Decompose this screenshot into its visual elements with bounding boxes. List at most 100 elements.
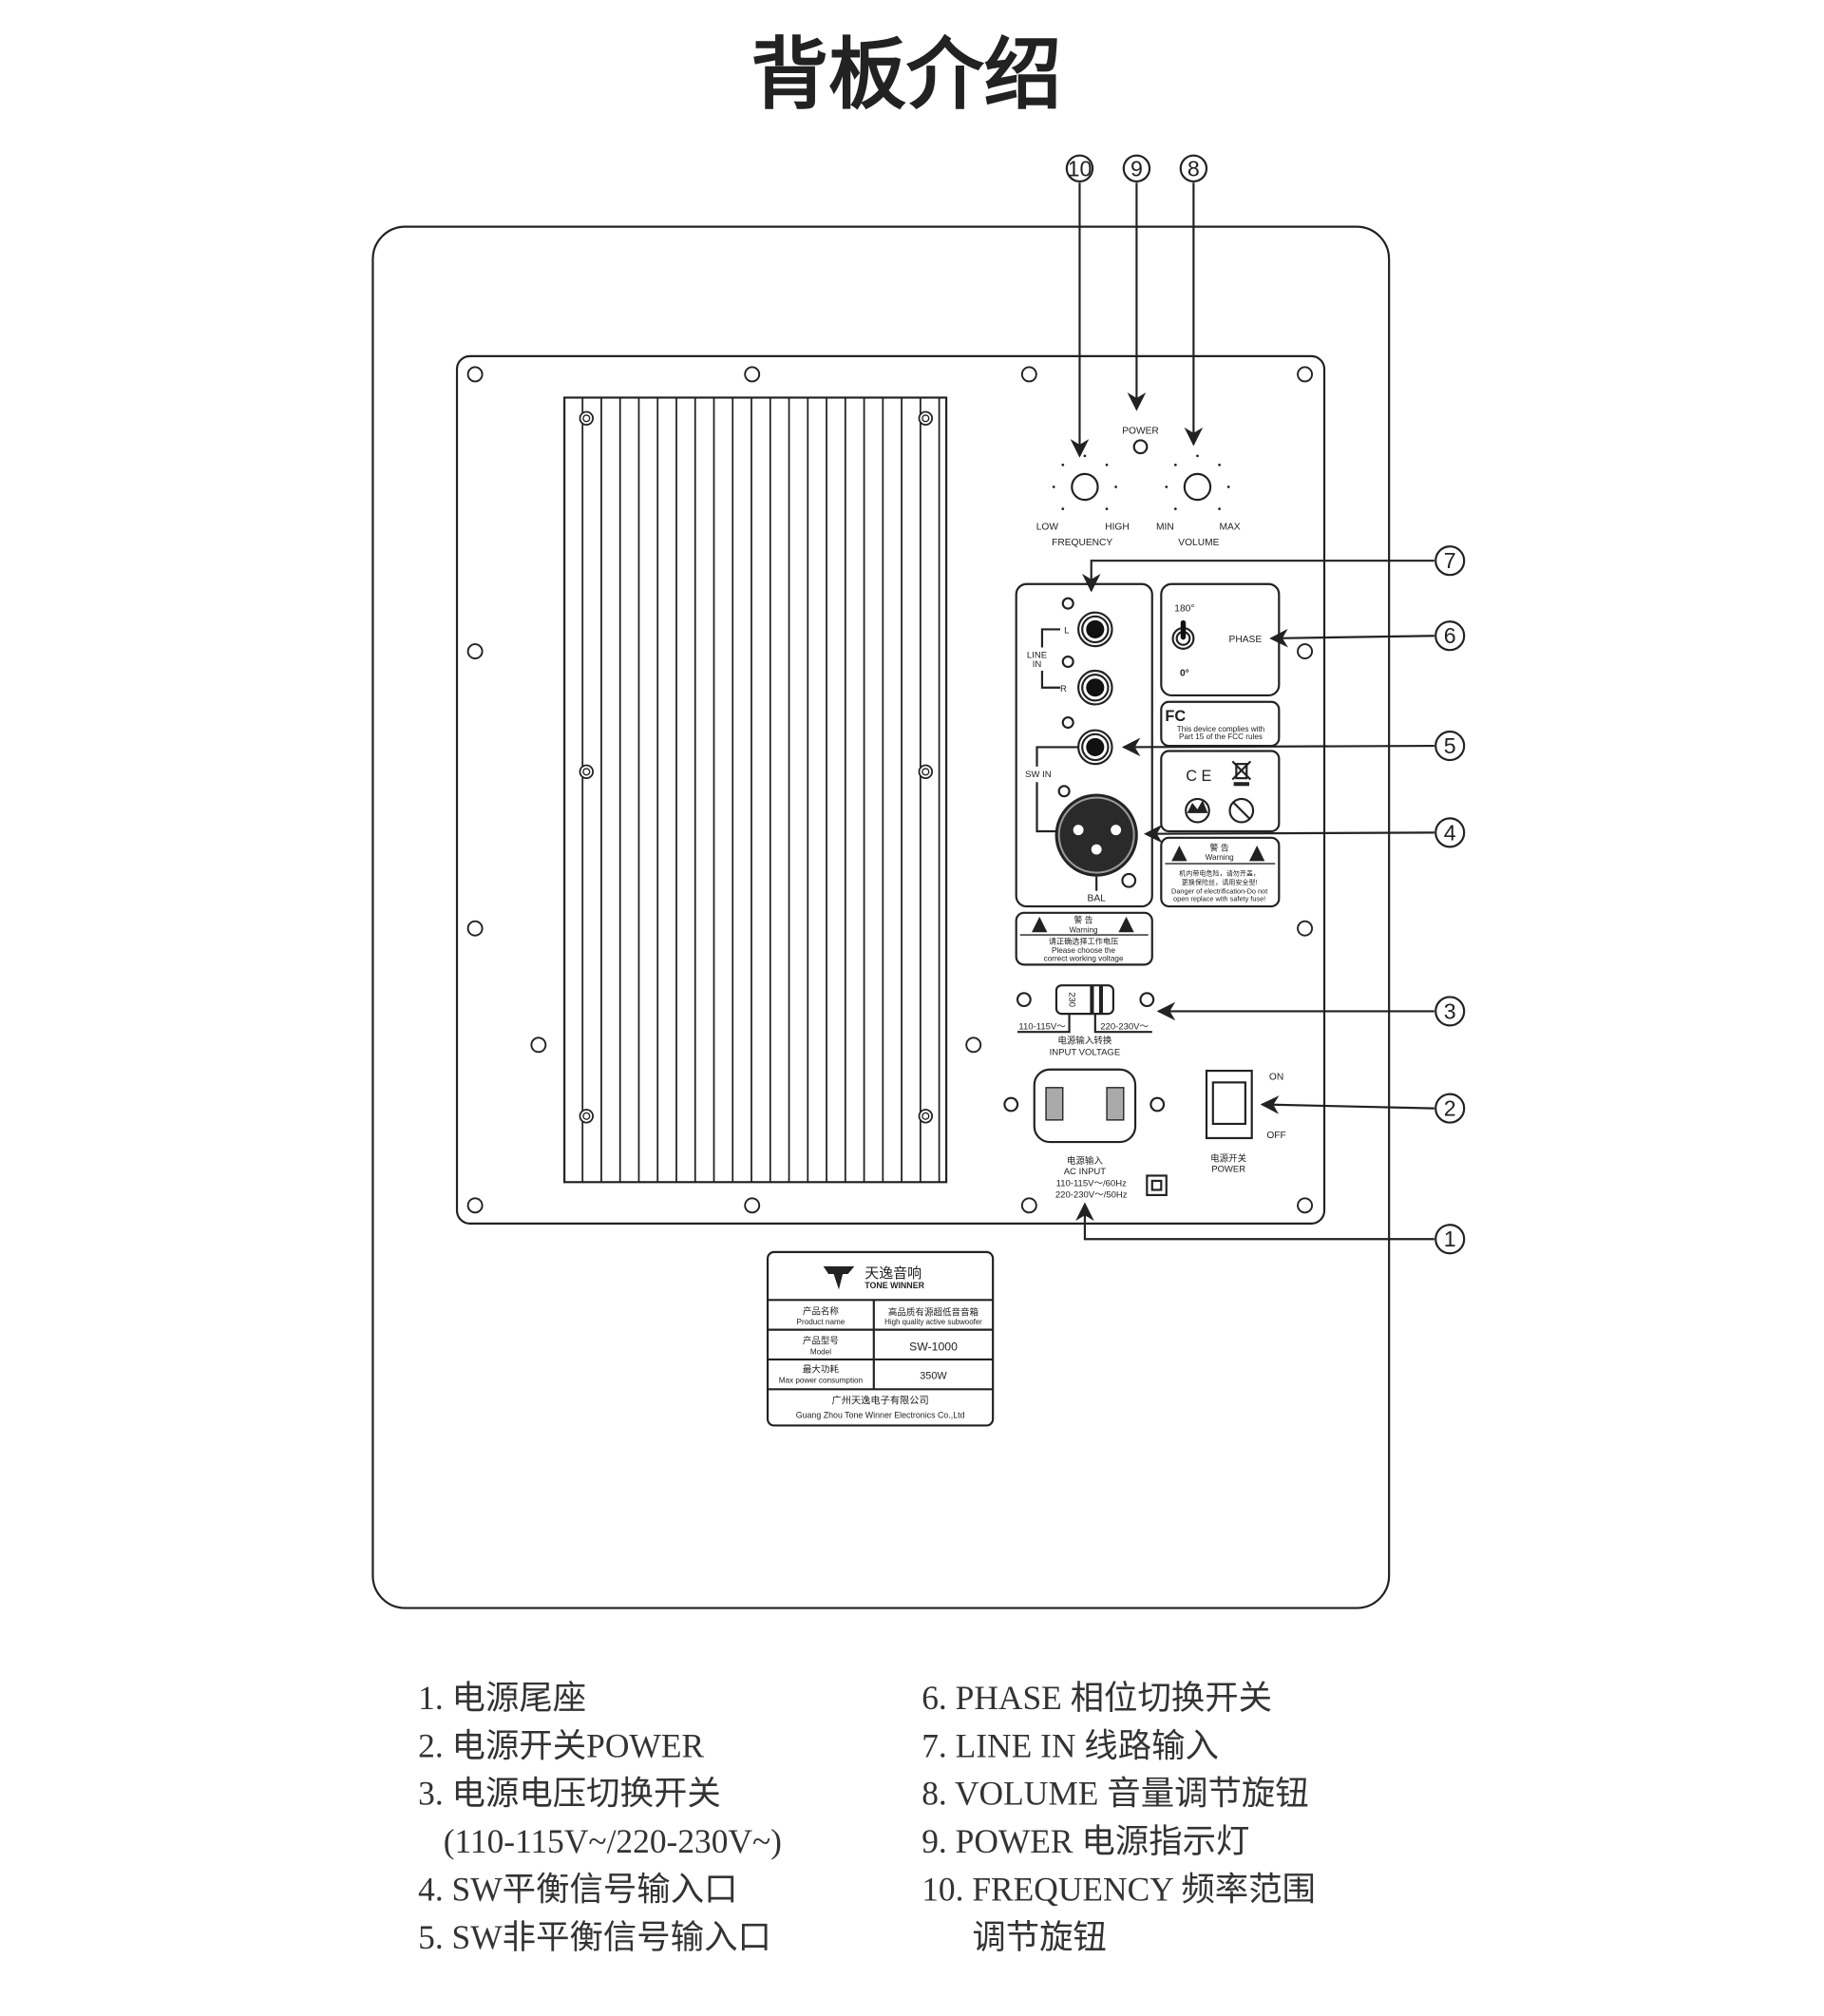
screw-hole <box>1020 1197 1037 1214</box>
warning1-en: Warning <box>1206 853 1235 862</box>
warning1-l3: Danger of electrification-Do not <box>1171 886 1267 895</box>
heatsink-screw <box>582 414 591 423</box>
voltage-selector-switch[interactable]: 230 <box>1054 984 1114 1016</box>
product-name-value-en: High quality active subwoofer <box>884 1318 982 1326</box>
screw-hole <box>1297 920 1314 937</box>
legend-item: 3. 电源电压切换开关 <box>418 1775 721 1813</box>
screw-hole <box>744 366 761 383</box>
legend-item: 5. SW非平衡信号输入口 <box>418 1918 771 1956</box>
model-key-en: Model <box>810 1348 831 1357</box>
legend-item: 4. SW平衡信号输入口 <box>418 1871 737 1909</box>
voltage-cn-label: 电源输入转换 <box>1057 1035 1112 1046</box>
max-label: MAX <box>1219 522 1240 532</box>
screw-hole <box>466 1197 484 1214</box>
ac-en-label: AC INPUT <box>1064 1167 1107 1177</box>
heatsink <box>563 396 948 1184</box>
l-label: L <box>1064 626 1069 637</box>
phase-0-label: 0° <box>1180 668 1189 678</box>
warning2-l1: 请正确选择工作电压 <box>1049 937 1118 946</box>
svg-text:10: 10 <box>1068 156 1092 181</box>
heatsink-screw <box>918 410 934 427</box>
svg-text:4: 4 <box>1444 820 1456 845</box>
phase-label: PHASE <box>1229 635 1263 645</box>
company-cn: 广州天逸电子有限公司 <box>832 1394 929 1406</box>
voltage-switch-value: 230 <box>1067 992 1077 1007</box>
knob-scale-dot <box>1218 464 1221 466</box>
product-name-key-cn: 产品名称 <box>803 1305 840 1317</box>
legend-item: 7. LINE IN 线路输入 <box>922 1726 1219 1764</box>
callout-5: 5 <box>1121 730 1466 762</box>
warning1-l2: 更换保险丝，请用安全型! <box>1182 878 1258 886</box>
screw-hole <box>466 643 484 660</box>
warning1-l1: 机内带电危险，请勿开盖， <box>1179 868 1260 877</box>
knob-scale-dot <box>1105 507 1109 511</box>
nameplate: 天逸音响 TONE WINNER 产品名称 Product name 高品质有源… <box>766 1250 995 1427</box>
xlr-balanced-jack[interactable] <box>1054 785 1138 891</box>
heatsink-screw <box>918 764 934 780</box>
svg-text:6: 6 <box>1444 623 1456 648</box>
heatsink-screw <box>922 768 930 776</box>
knob-scale-dot <box>1173 464 1177 466</box>
line-in-l-jack[interactable] <box>1061 597 1113 648</box>
volume-knob[interactable] <box>1165 454 1230 511</box>
heatsink-screw <box>582 1112 591 1120</box>
legend-item: 1. 电源尾座 <box>418 1679 586 1717</box>
lightning-triangle-icon <box>1248 845 1265 862</box>
voltage-low-label: 110-115V～ <box>1018 1021 1066 1032</box>
min-label: MIN <box>1156 522 1174 532</box>
phase-toggle-switch[interactable] <box>1171 619 1195 650</box>
ac-spec-1: 110-115V～/60Hz <box>1056 1178 1127 1189</box>
svg-text:3: 3 <box>1444 998 1456 1023</box>
voltage-warning-label <box>1015 911 1153 966</box>
knob-scale-dot <box>1226 485 1230 488</box>
altitude-icon <box>1185 797 1210 824</box>
power-value: 350W <box>920 1370 947 1381</box>
heatsink-screw <box>579 410 594 427</box>
fcc-text-1: This device complies with <box>1177 725 1264 733</box>
legend-item: 调节旋钮 <box>922 1918 1107 1956</box>
lightning-triangle-icon <box>1118 916 1134 933</box>
screw-holes <box>466 366 1314 1214</box>
product-name-value-cn: 高品质有源超低音音箱 <box>888 1307 979 1319</box>
screw-hole <box>1297 366 1314 383</box>
legend-item: 2. 电源开关POWER <box>418 1726 704 1764</box>
electric-warning-label <box>1160 836 1281 908</box>
svg-text:1: 1 <box>1444 1227 1456 1251</box>
svg-text:8: 8 <box>1188 156 1200 181</box>
knob-scale-dot <box>1218 507 1221 511</box>
warning-triangle-icon <box>1171 845 1188 862</box>
power-rocker-switch[interactable] <box>1205 1069 1253 1140</box>
page-title: 背板介绍 <box>750 31 1061 118</box>
ac-spec-2: 220-230V～/50Hz <box>1055 1190 1128 1201</box>
knob-scale-dot <box>1052 485 1055 488</box>
frequency-knob[interactable] <box>1052 454 1117 511</box>
warning2-l3: correct working voltage <box>1044 954 1124 962</box>
legend-left: 1. 电源尾座 2. 电源开关POWER 3. 电源电压切换开关 (110-11… <box>418 1679 782 1956</box>
fcc-text-2: Part 15 of the FCC rules <box>1179 732 1263 741</box>
frequency-label: FREQUENCY <box>1052 538 1112 548</box>
model-key-cn: 产品型号 <box>803 1336 839 1347</box>
knob-scale-dot <box>1105 464 1109 466</box>
company-en: Guang Zhou Tone Winner Electronics Co.,L… <box>796 1410 965 1419</box>
screw-hole <box>744 1197 761 1214</box>
legend-item: 10. FREQUENCY 频率范围 <box>922 1871 1316 1909</box>
ce-mark: C E <box>1186 768 1211 785</box>
heatsink-screw <box>582 768 591 776</box>
callout-8: 8 <box>1179 154 1208 447</box>
legend-item: 8. VOLUME 音量调节旋钮 <box>922 1775 1309 1813</box>
line-in-r-jack[interactable] <box>1061 655 1113 706</box>
ac-power-inlet[interactable] <box>1033 1068 1137 1144</box>
weee-bin-icon <box>1231 760 1252 787</box>
power-switch-en: POWER <box>1211 1164 1245 1174</box>
knob-scale-dot <box>1061 464 1065 466</box>
power-key-cn: 最大功耗 <box>803 1364 840 1376</box>
legend-item: 6. PHASE 相位切换开关 <box>922 1679 1272 1717</box>
screw-hole <box>466 366 484 383</box>
sw-in-rca-jack[interactable] <box>1061 715 1113 766</box>
screw-hole <box>530 1037 547 1054</box>
heatsink-screw <box>922 414 930 423</box>
knob-scale-dot <box>1114 485 1117 488</box>
model-value: SW-1000 <box>909 1340 958 1353</box>
screw-hole <box>1297 643 1314 660</box>
